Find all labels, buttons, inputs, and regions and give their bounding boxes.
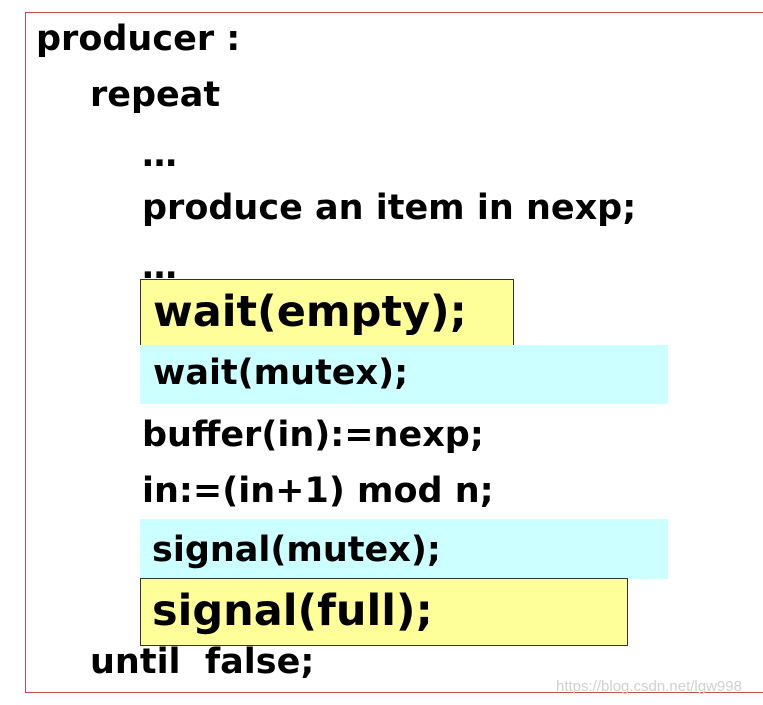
wait-empty-statement: wait(empty); — [153, 287, 467, 337]
producer-heading: producer : — [36, 19, 241, 59]
wait-mutex-statement: wait(mutex); — [153, 353, 409, 393]
in-update-statement: in:=(in+1) mod n; — [142, 471, 494, 511]
wait-mutex-highlight — [140, 345, 668, 404]
repeat-keyword: repeat — [90, 75, 221, 115]
wait-empty-highlight — [140, 279, 514, 346]
until-statement: until false; — [90, 642, 315, 682]
signal-full-highlight — [140, 578, 628, 646]
signal-mutex-highlight — [140, 519, 668, 579]
buffer-statement: buffer(in):=nexp; — [142, 415, 484, 455]
signal-mutex-statement: signal(mutex); — [152, 530, 441, 570]
signal-full-statement: signal(full); — [152, 586, 433, 636]
ellipsis-line: … — [142, 250, 177, 280]
ellipsis-line: … — [142, 135, 177, 175]
watermark: https://blog.csdn.net/lgw998 — [556, 678, 742, 695]
produce-statement: produce an item in nexp; — [142, 188, 637, 228]
code-frame — [25, 12, 763, 693]
